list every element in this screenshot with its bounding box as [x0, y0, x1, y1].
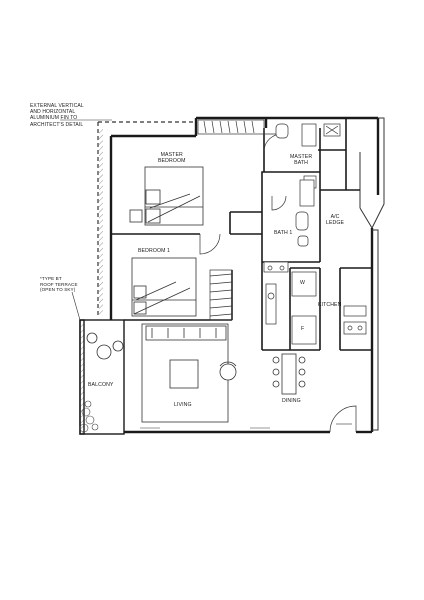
terrace-note: *TYPE BT ROOF TERRACE (OPEN TO SKY)	[40, 276, 78, 293]
master-bed	[129, 166, 204, 226]
label-ac-ledge-line2: LEDGE	[326, 220, 345, 226]
label-master-bedroom: MASTER BEDROOM	[158, 152, 186, 164]
fin-note-line4: ARCHITECT'S DETAIL	[30, 121, 84, 128]
label-dining: DINING	[282, 398, 301, 404]
fin-note-line1: EXTERNAL VERTICAL	[30, 103, 84, 109]
master-wardrobe	[197, 119, 265, 135]
balcony-outline	[79, 319, 125, 435]
label-washer: W	[300, 280, 305, 286]
interior-walls	[111, 118, 372, 351]
terrace-note-leader	[71, 291, 81, 321]
label-ac-ledge-line1: A/C	[330, 214, 340, 220]
fin-hatch-strip	[99, 128, 103, 316]
terrace-note-line2: ROOF TERRACE	[40, 281, 78, 287]
label-fridge: F	[301, 326, 305, 332]
terrace-note-line1: *TYPE BT	[40, 276, 62, 281]
terrace-note-line3: (OPEN TO SKY)	[40, 287, 76, 293]
label-master-bath: MASTER BATH	[290, 154, 312, 166]
dining-furniture	[272, 353, 306, 395]
label-master-bedroom-line1: MASTER	[160, 152, 183, 158]
label-kitchen: KITCHEN	[318, 302, 342, 308]
balcony-shrubs	[79, 400, 99, 433]
label-master-bath-line1: MASTER	[290, 154, 313, 160]
fin-note-line3: ALUMINIUM FIN TO	[30, 115, 78, 122]
fin-note: EXTERNAL VERTICAL AND HORIZONTAL ALUMINI…	[30, 103, 84, 128]
right-facade	[359, 117, 385, 431]
bedroom1-wardrobe	[209, 269, 233, 321]
label-bedroom1: BEDROOM 1	[138, 248, 171, 254]
fin-note-line2: AND HORIZONTAL	[30, 109, 76, 116]
outer-walls	[109, 116, 380, 434]
balcony-furniture	[86, 332, 124, 360]
kitchen-fixtures	[263, 261, 367, 345]
label-bath1: BATH 1	[274, 230, 293, 236]
bath1-fixtures	[295, 179, 315, 247]
bedroom1-bed	[131, 257, 197, 317]
bottom-window-ticks	[140, 423, 352, 429]
label-ac-ledge: A/C LEDGE	[326, 214, 344, 226]
label-living: LIVING	[174, 402, 192, 408]
label-master-bedroom-line2: BEDROOM	[158, 158, 186, 164]
living-furniture	[141, 323, 237, 423]
label-master-bath-line2: BATH	[294, 160, 309, 166]
external-fin-outline	[97, 121, 196, 318]
label-balcony: BALCONY	[88, 382, 114, 388]
